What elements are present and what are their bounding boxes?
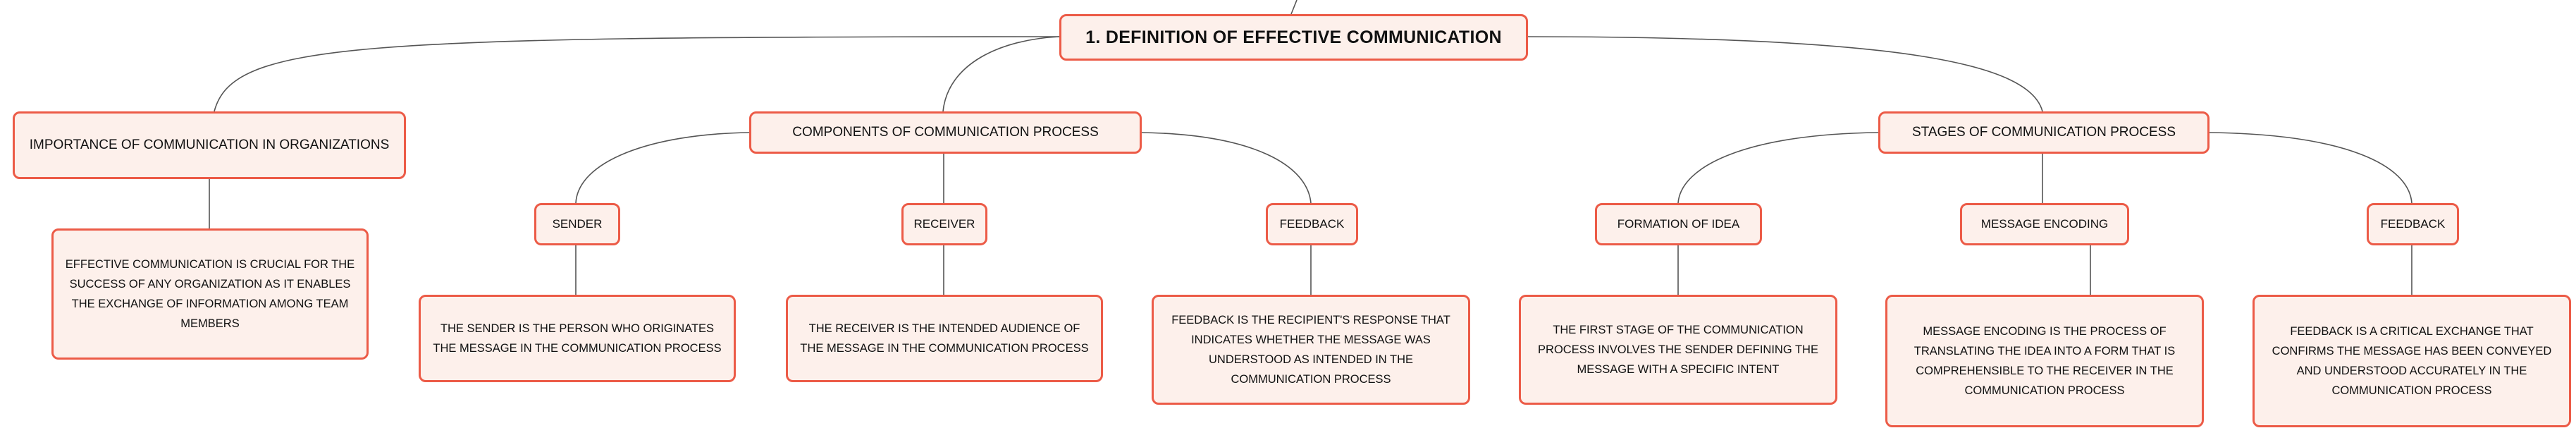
receiver-node[interactable]: RECEIVER xyxy=(901,203,987,245)
connector-stages-feedback xyxy=(2207,132,2412,204)
connector-components-sender xyxy=(575,132,750,204)
connector-components-feedback xyxy=(1139,132,1312,204)
connector-root-parent xyxy=(1290,0,1298,15)
receiver-detail-node[interactable]: THE RECEIVER IS THE INTENDED AUDIENCE OF… xyxy=(786,295,1103,382)
root-node-label: 1. DEFINITION OF EFFECTIVE COMMUNICATION xyxy=(1085,27,1502,47)
components-node[interactable]: COMPONENTS OF COMMUNICATION PROCESS xyxy=(749,111,1142,154)
formation-of-idea-detail-node[interactable]: THE FIRST STAGE OF THE COMMUNICATION PRO… xyxy=(1519,295,1837,405)
sender-detail-text: THE SENDER IS THE PERSON WHO ORIGINATES … xyxy=(433,322,722,355)
stage-feedback-detail-node[interactable]: FEEDBACK IS A CRITICAL EXCHANGE THAT CON… xyxy=(2253,295,2571,427)
importance-node[interactable]: IMPORTANCE OF COMMUNICATION IN ORGANIZAT… xyxy=(13,111,406,179)
stage-feedback-node[interactable]: FEEDBACK xyxy=(2367,203,2459,245)
formation-of-idea-node[interactable]: FORMATION OF IDEA xyxy=(1595,203,1762,245)
connector-root-stages xyxy=(1525,36,2043,112)
formation-of-idea-detail-text: THE FIRST STAGE OF THE COMMUNICATION PRO… xyxy=(1538,324,1818,376)
sender-detail-node[interactable]: THE SENDER IS THE PERSON WHO ORIGINATES … xyxy=(419,295,736,382)
stages-node[interactable]: STAGES OF COMMUNICATION PROCESS xyxy=(1878,111,2210,154)
importance-node-label: IMPORTANCE OF COMMUNICATION IN ORGANIZAT… xyxy=(29,138,390,152)
message-encoding-detail-text: MESSAGE ENCODING IS THE PROCESS OF TRANS… xyxy=(1913,325,2176,397)
stage-feedback-node-label: FEEDBACK xyxy=(2380,217,2446,231)
stage-feedback-detail-text: FEEDBACK IS A CRITICAL EXCHANGE THAT CON… xyxy=(2272,325,2552,397)
connector-stages-formation xyxy=(1677,132,1879,204)
component-feedback-node-label: FEEDBACK xyxy=(1279,217,1345,231)
importance-detail-node[interactable]: EFFECTIVE COMMUNICATION IS CRUCIAL FOR T… xyxy=(51,228,369,360)
message-encoding-node-label: MESSAGE ENCODING xyxy=(1980,217,2109,231)
sender-node[interactable]: SENDER xyxy=(534,203,620,245)
receiver-detail-text: THE RECEIVER IS THE INTENDED AUDIENCE OF… xyxy=(800,322,1089,355)
importance-detail-text: EFFECTIVE COMMUNICATION IS CRUCIAL FOR T… xyxy=(65,258,355,330)
component-feedback-detail-node[interactable]: FEEDBACK IS THE RECIPIENT'S RESPONSE THA… xyxy=(1152,295,1470,405)
message-encoding-node[interactable]: MESSAGE ENCODING xyxy=(1960,203,2129,245)
connector-root-importance xyxy=(214,36,1060,112)
stages-node-label: STAGES OF COMMUNICATION PROCESS xyxy=(1911,125,2176,140)
sender-node-label: SENDER xyxy=(552,217,603,231)
component-feedback-detail-text: FEEDBACK IS THE RECIPIENT'S RESPONSE THA… xyxy=(1171,314,1450,386)
connector-root-components xyxy=(942,36,1060,112)
receiver-node-label: RECEIVER xyxy=(913,217,975,231)
components-node-label: COMPONENTS OF COMMUNICATION PROCESS xyxy=(792,125,1099,140)
root-node[interactable]: 1. DEFINITION OF EFFECTIVE COMMUNICATION xyxy=(1059,14,1528,61)
formation-of-idea-node-label: FORMATION OF IDEA xyxy=(1617,217,1740,231)
component-feedback-node[interactable]: FEEDBACK xyxy=(1266,203,1358,245)
message-encoding-detail-node[interactable]: MESSAGE ENCODING IS THE PROCESS OF TRANS… xyxy=(1885,295,2204,427)
